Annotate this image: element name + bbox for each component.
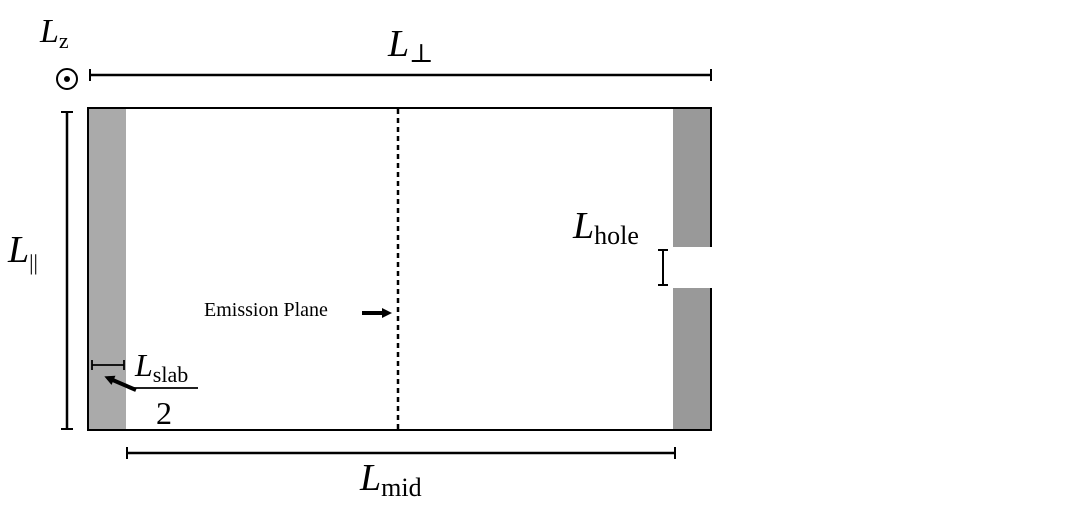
lhole-dimension xyxy=(658,249,668,286)
lslab-dimension xyxy=(91,360,125,370)
slab-hole xyxy=(673,247,713,288)
slab-pointer-arrow xyxy=(104,375,137,392)
lperp-dimension xyxy=(89,69,712,81)
right-slab-upper xyxy=(673,109,710,247)
emission-plane-label: Emission Plane xyxy=(204,299,328,321)
left-slab xyxy=(89,109,126,429)
lperp-label: L⊥ xyxy=(387,23,434,68)
circled-dot-icon xyxy=(56,68,78,90)
right-slab-lower xyxy=(673,288,710,429)
lpar-dimension xyxy=(61,111,73,430)
lhole-label: Lhole xyxy=(572,205,639,250)
lmid-label: Lmid xyxy=(359,457,422,502)
lz-label: Lz xyxy=(39,13,69,53)
lmid-dimension xyxy=(126,447,676,459)
lslab-label: Lslab xyxy=(134,347,188,387)
lslab-denominator: 2 xyxy=(156,395,172,431)
lpar-label: L|| xyxy=(7,229,38,275)
